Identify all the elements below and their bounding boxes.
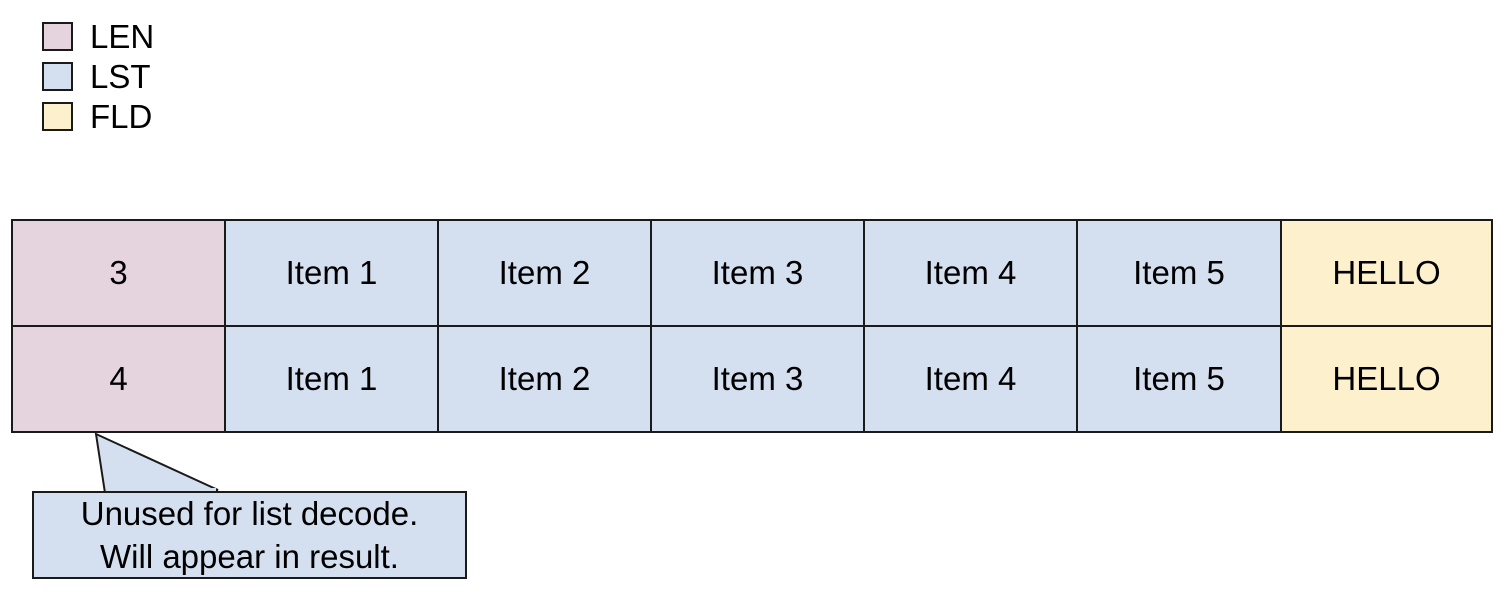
table-cell-lst: Item 2 [437, 219, 652, 327]
callout-annotation: Unused for list decode. Will appear in r… [30, 430, 480, 590]
table-cell-lst: Item 5 [1076, 325, 1282, 433]
callout-line-2: Will appear in result. [100, 538, 399, 575]
table-cell-len: 4 [11, 325, 226, 433]
table-cell-lst: Item 4 [863, 325, 1078, 433]
table-row: 4 Item 1 Item 2 Item 3 Item 4 Item 5 HEL… [11, 325, 1493, 433]
table-cell-len: 3 [11, 219, 226, 327]
table-cell-lst: Item 3 [650, 325, 865, 433]
square-swatch-icon [42, 61, 73, 91]
table-cell-lst: Item 2 [437, 325, 652, 433]
table-cell-lst: Item 3 [650, 219, 865, 327]
legend-item-label: LEN [90, 17, 155, 55]
table-cell-lst: Item 4 [863, 219, 1078, 327]
callout-box: Unused for list decode. Will appear in r… [32, 491, 467, 579]
legend-item-len: LEN [42, 17, 155, 55]
square-swatch-icon [42, 21, 73, 51]
table-cell-fld: HELLO [1280, 219, 1493, 327]
table-cell-lst: Item 5 [1076, 219, 1282, 327]
callout-line-1: Unused for list decode. [80, 495, 419, 532]
table-cell-lst: Item 1 [224, 325, 439, 433]
structure-table: 3 Item 1 Item 2 Item 3 Item 4 Item 5 HEL… [11, 219, 1493, 433]
table-row: 3 Item 1 Item 2 Item 3 Item 4 Item 5 HEL… [11, 219, 1493, 327]
table-cell-fld: HELLO [1280, 325, 1493, 433]
legend-item-lst: LST [42, 57, 151, 95]
legend-item-label: FLD [90, 97, 153, 135]
square-swatch-icon [42, 101, 73, 131]
legend-item-fld: FLD [42, 97, 153, 135]
table-cell-lst: Item 1 [224, 219, 439, 327]
legend-item-label: LST [90, 57, 151, 95]
